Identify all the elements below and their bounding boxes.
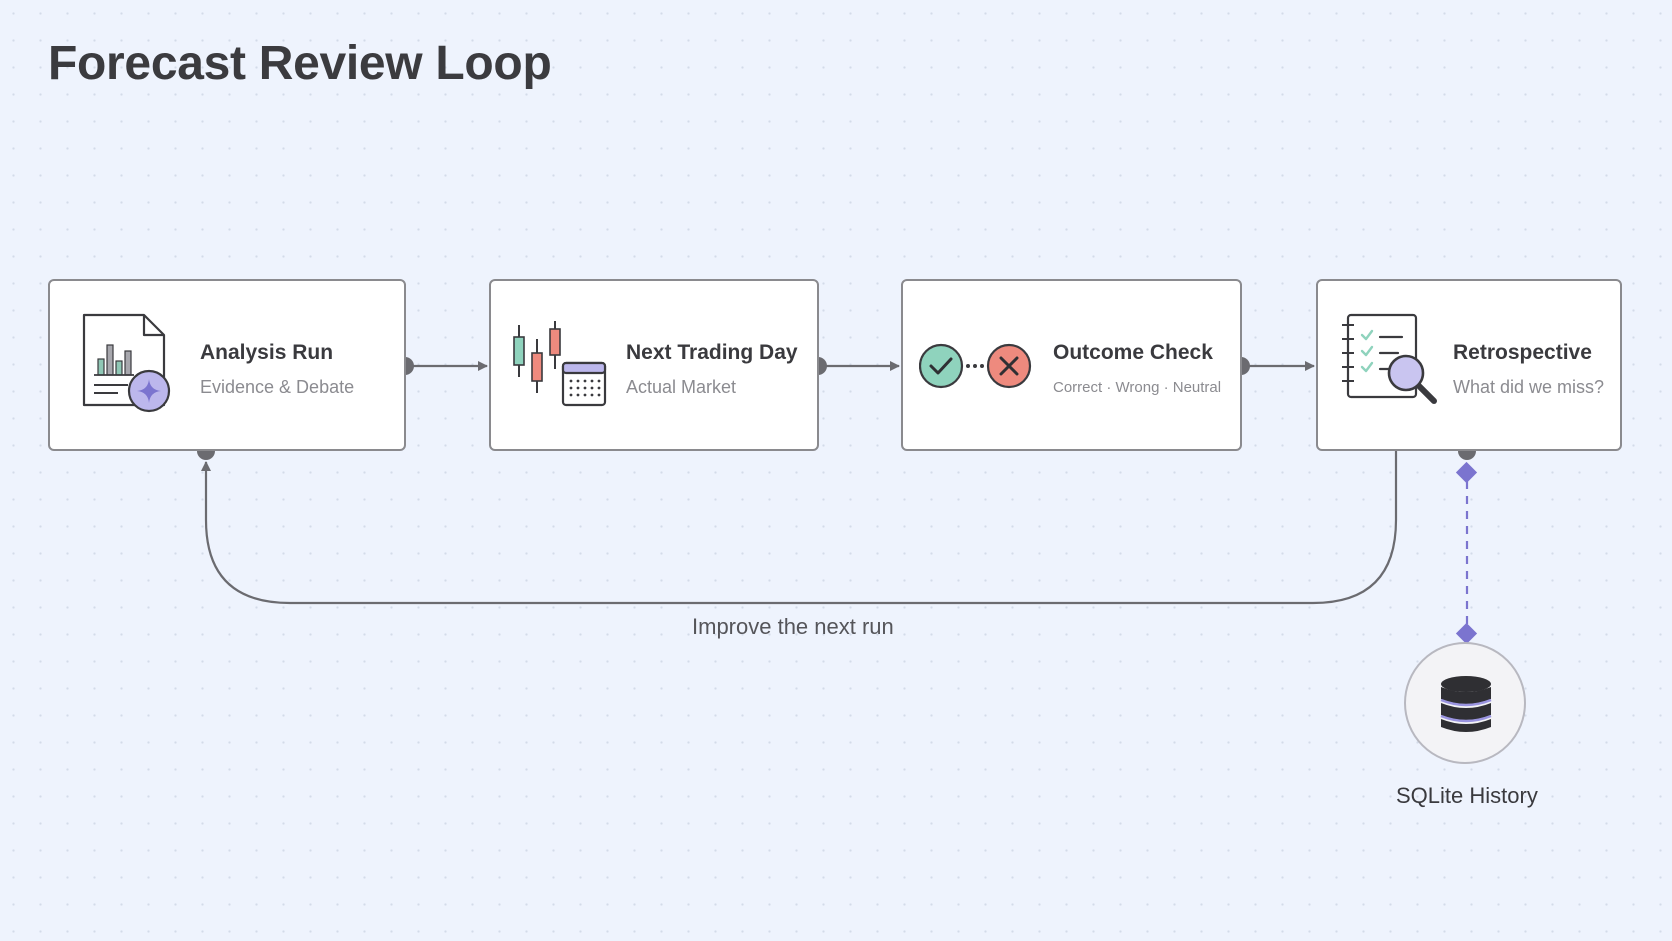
flow-connector-1 bbox=[396, 357, 488, 375]
step-card-retrospective[interactable]: Retrospective What did we miss? bbox=[1316, 279, 1622, 451]
step-card-outcome-check[interactable]: Outcome Check Correct · Wrong · Neutral bbox=[901, 279, 1242, 451]
flow-connector-3 bbox=[1232, 357, 1315, 375]
step-title: Next Trading Day bbox=[626, 341, 798, 364]
step-title: Outcome Check bbox=[1053, 341, 1213, 364]
step-card-analysis-run[interactable]: Analysis Run Evidence & Debate bbox=[48, 279, 406, 451]
report-chart-sparkle-icon bbox=[72, 311, 182, 426]
candlestick-calendar-icon bbox=[509, 311, 619, 426]
step-subtitle: What did we miss? bbox=[1453, 377, 1605, 397]
storage-connector bbox=[1455, 442, 1478, 645]
checklist-magnifier-icon bbox=[1340, 311, 1450, 426]
flow-connector-2 bbox=[809, 357, 900, 375]
step-title: Retrospective bbox=[1453, 341, 1592, 364]
step-title: Analysis Run bbox=[200, 341, 334, 364]
page-title: Forecast Review Loop bbox=[48, 37, 552, 90]
check-cross-icon bbox=[918, 341, 1039, 396]
database-icon bbox=[1439, 675, 1493, 740]
step-card-next-trading-day[interactable]: Next Trading Day Actual Market bbox=[489, 279, 819, 451]
storage-label: SQLite History bbox=[1396, 783, 1538, 808]
loop-label: Improve the next run bbox=[692, 614, 894, 639]
step-subtitle: Actual Market bbox=[626, 377, 737, 397]
feedback-loop-connector bbox=[197, 442, 1398, 605]
step-subtitle: Evidence & Debate bbox=[200, 377, 355, 397]
step-subtitle: Correct · Wrong · Neutral bbox=[1053, 379, 1222, 396]
storage-node[interactable] bbox=[1404, 642, 1526, 764]
